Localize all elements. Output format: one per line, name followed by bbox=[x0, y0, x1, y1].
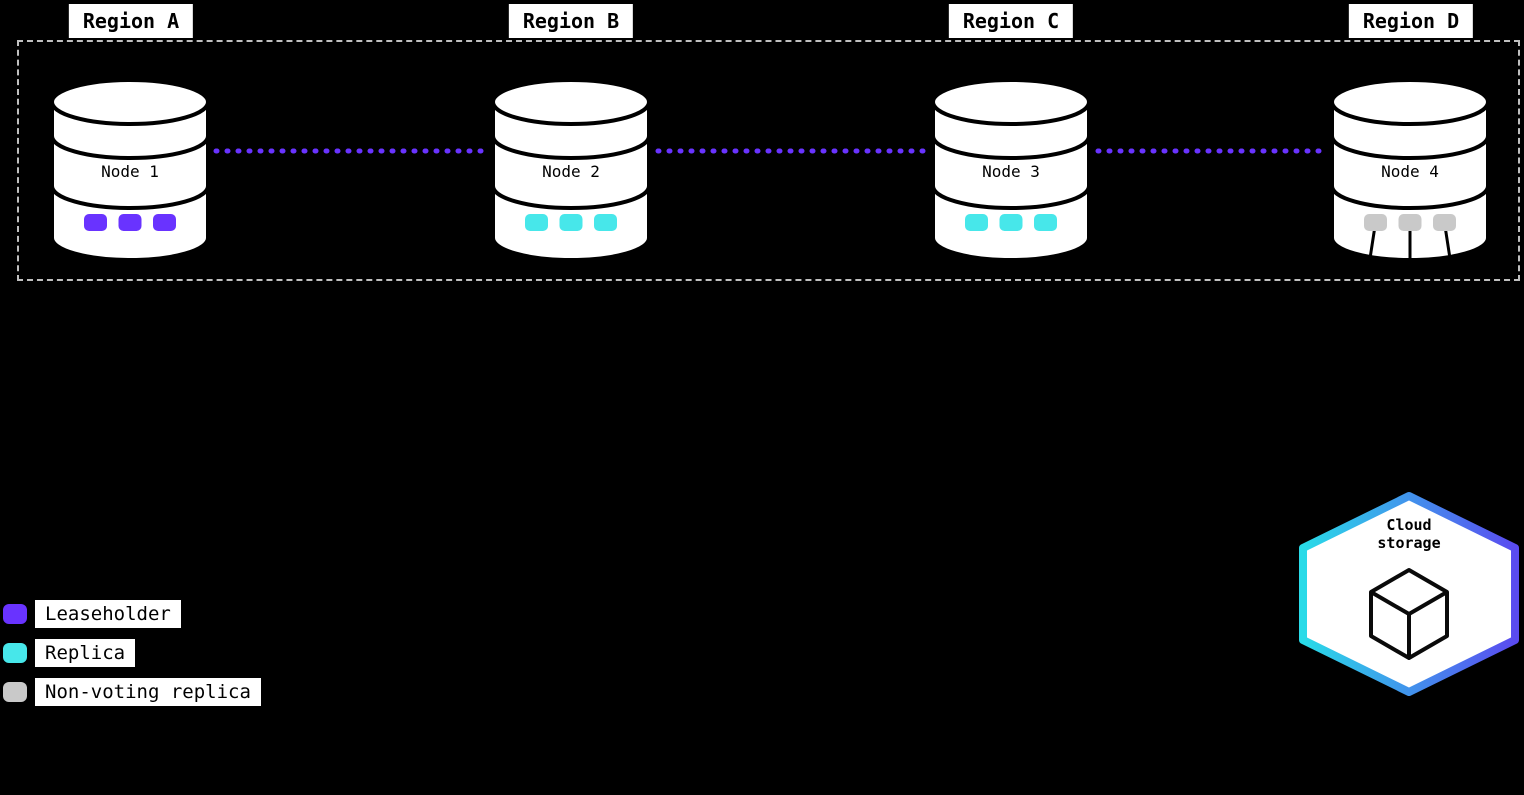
replica-square bbox=[999, 214, 1023, 231]
node-3-label: Node 3 bbox=[982, 162, 1040, 181]
legend-row-non-voting-replica: Non-voting replica bbox=[3, 677, 261, 707]
cylinder-band bbox=[491, 185, 651, 210]
swatch bbox=[3, 643, 27, 663]
region-a-label: Region A bbox=[68, 4, 194, 38]
cloud-storage-label-line1: Cloud bbox=[1386, 516, 1431, 534]
legend: Leaseholder Replica Non-voting replica bbox=[3, 599, 261, 716]
swatch bbox=[3, 682, 27, 702]
legend-label-replica: Replica bbox=[35, 639, 136, 667]
legend-label-leaseholder: Leaseholder bbox=[35, 600, 181, 628]
storage-link-line bbox=[1443, 225, 1453, 266]
cloud-storage-hexagon: Cloud storage bbox=[1299, 492, 1519, 696]
cylinder-top bbox=[1330, 78, 1490, 126]
cluster-boundary bbox=[17, 40, 1520, 281]
cylinder-top bbox=[491, 78, 651, 126]
node-3-cylinder: Node 3 bbox=[931, 78, 1091, 262]
cylinder-top bbox=[931, 78, 1091, 126]
cylinder-band bbox=[50, 135, 210, 160]
legend-row-leaseholder: Leaseholder bbox=[3, 599, 261, 629]
node-2-label: Node 2 bbox=[542, 162, 600, 181]
replica-square bbox=[525, 214, 548, 231]
replica-square bbox=[559, 214, 583, 231]
region-c-label: Region C bbox=[948, 4, 1074, 38]
storage-link-line bbox=[1367, 225, 1377, 266]
non-voting-replica-square bbox=[1364, 214, 1387, 231]
replica-square bbox=[965, 214, 988, 231]
replica-square bbox=[1034, 214, 1057, 231]
region-b-label: Region B bbox=[508, 4, 634, 38]
region-d-label: Region D bbox=[1348, 4, 1474, 38]
legend-row-replica: Replica bbox=[3, 638, 261, 668]
cylinder-top bbox=[50, 78, 210, 126]
non-voting-replica-square bbox=[1433, 214, 1456, 231]
node-4-cylinder: Node 4 bbox=[1330, 78, 1490, 266]
cube-icon bbox=[1369, 568, 1449, 660]
node-2-cylinder: Node 2 bbox=[491, 78, 651, 262]
cube-inner-edges bbox=[1369, 590, 1449, 658]
replica-swatch-icon bbox=[3, 643, 27, 663]
leaseholder-square bbox=[118, 214, 142, 231]
cylinder-band bbox=[931, 135, 1091, 160]
node-1-label: Node 1 bbox=[101, 162, 159, 181]
cylinder-band bbox=[1330, 135, 1490, 160]
hexagon-shape bbox=[1299, 492, 1519, 696]
cylinder-band bbox=[50, 185, 210, 210]
leaseholder-square bbox=[153, 214, 176, 231]
node-4-label: Node 4 bbox=[1381, 162, 1439, 181]
legend-label-non-voting-replica: Non-voting replica bbox=[35, 678, 261, 706]
cylinder-band bbox=[1330, 185, 1490, 210]
cylinder-band bbox=[931, 185, 1091, 210]
leaseholder-swatch-icon bbox=[3, 604, 27, 624]
non-voting-replica-swatch-icon bbox=[3, 682, 27, 702]
replica-square bbox=[594, 214, 617, 231]
node-1-cylinder: Node 1 bbox=[50, 78, 210, 262]
swatch bbox=[3, 604, 27, 624]
cloud-storage-label-line2: storage bbox=[1377, 534, 1440, 552]
cylinder-band bbox=[491, 135, 651, 160]
non-voting-replica-square bbox=[1398, 214, 1422, 231]
leaseholder-square bbox=[84, 214, 107, 231]
